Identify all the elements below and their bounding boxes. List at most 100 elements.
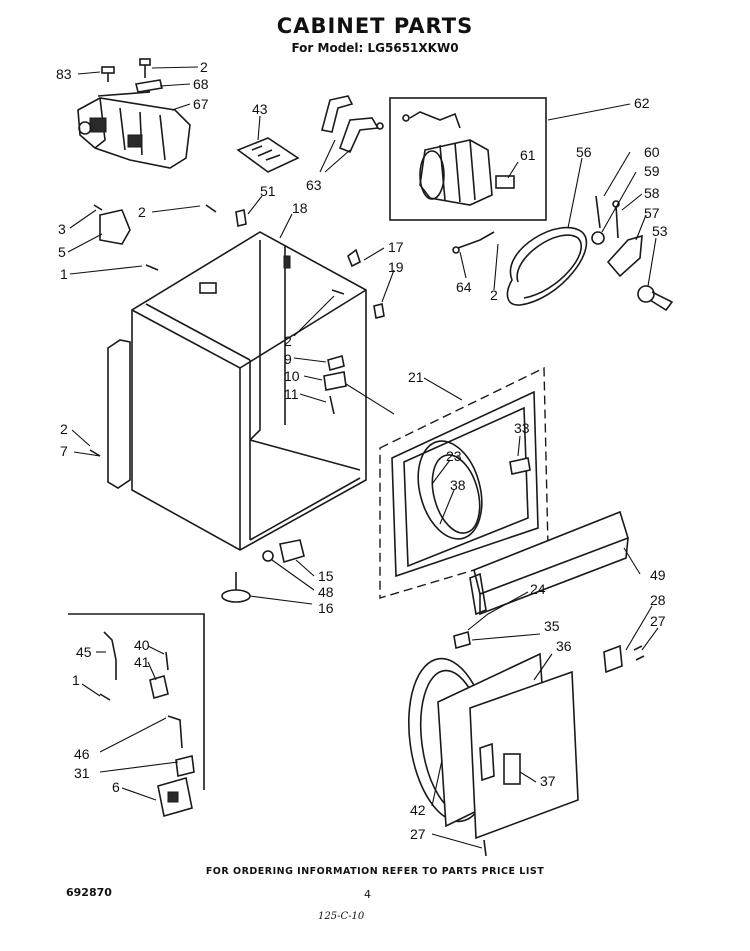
callout-1: 1: [60, 266, 68, 282]
callout-27: 27: [650, 613, 666, 629]
part-11-screw: [329, 395, 335, 415]
part-83-screw: [101, 66, 115, 82]
callout-9: 9: [284, 351, 292, 367]
callout-57: 57: [644, 205, 660, 221]
inset-frame: [68, 613, 205, 790]
callout-31: 31: [74, 765, 90, 781]
callout-15: 15: [318, 568, 334, 584]
part-2-cab-screw: [331, 289, 345, 295]
part-53-idler: [637, 285, 674, 312]
part-15-bracket: [279, 539, 305, 564]
part-60-screw: [595, 195, 601, 229]
part-27-screws: [633, 645, 645, 661]
callout-37: 37: [540, 773, 556, 789]
callout-7: 7: [60, 443, 68, 459]
callout-28: 28: [650, 592, 666, 608]
part-36-door-inner: [469, 670, 579, 840]
callout-46: 46: [74, 746, 90, 762]
callout-2c: 2: [490, 287, 498, 303]
part-63-bracket: [321, 95, 384, 154]
ordering-note: FOR ORDERING INFORMATION REFER TO PARTS …: [205, 866, 545, 877]
part-62-motor: [402, 111, 493, 206]
part-49-console: [473, 510, 629, 616]
callout-2: 2: [200, 59, 208, 75]
part-17-cap: [347, 248, 361, 268]
callout-16: 16: [318, 600, 334, 616]
callout-67: 67: [193, 96, 209, 112]
callout-56: 56: [576, 144, 592, 160]
callout-40: 40: [134, 637, 150, 653]
callout-17: 17: [388, 239, 404, 255]
part-68-clip: [135, 79, 163, 93]
part-35-handle: [453, 630, 471, 650]
part-1-screw: [145, 264, 159, 271]
part-43-label: [236, 137, 300, 173]
part-31-clamp: [175, 755, 195, 777]
callout-1b: 1: [72, 672, 80, 688]
callout-68: 68: [193, 76, 209, 92]
callout-45: 45: [76, 644, 92, 660]
callout-2b: 2: [138, 204, 146, 220]
callout-19: 19: [388, 259, 404, 275]
callout-41: 41: [134, 654, 150, 670]
callout-53: 53: [652, 223, 668, 239]
part-2-side-screw: [89, 449, 101, 457]
callout-21: 21: [408, 369, 424, 385]
part-59-pulley: [591, 231, 605, 245]
callout-48: 48: [318, 584, 334, 600]
part-28-hinge: [603, 644, 623, 674]
part-18-cabinet: [131, 231, 367, 551]
callout-2e: 2: [60, 421, 68, 437]
callout-38: 38: [450, 477, 466, 493]
part-67-assembly: [77, 87, 191, 169]
callout-2d: 2: [284, 333, 292, 349]
part-7-side-panel: [107, 339, 131, 489]
part-56-belt: [506, 226, 588, 306]
part-6-terminal-block: [157, 776, 193, 818]
part-21-inner: [391, 390, 539, 578]
part-9-clip: [327, 354, 345, 372]
callout-35: 35: [544, 618, 560, 634]
callout-11: 11: [284, 386, 299, 402]
model-subtitle: For Model: LG5651XKW0: [291, 41, 459, 55]
part-27-door-screw: [483, 839, 487, 857]
part-40-screw: [165, 651, 169, 671]
part-1-inset-screw: [99, 693, 111, 701]
callout-43: 43: [252, 101, 268, 117]
part-46-connector: [167, 715, 183, 749]
part-3-screw: [93, 204, 103, 211]
part-51-clip: [235, 209, 247, 227]
part-41-clip: [149, 674, 169, 700]
part-64-wire: [452, 231, 495, 254]
callout-49: 49: [650, 567, 666, 583]
callout-23: 23: [446, 448, 462, 464]
callout-62: 62: [634, 95, 650, 111]
part-23-door-opening: [417, 440, 483, 540]
part-19-clip: [373, 303, 385, 319]
callout-63: 63: [306, 177, 322, 193]
callout-18: 18: [292, 200, 308, 216]
callout-83: 83: [56, 66, 72, 82]
callout-60: 60: [644, 144, 660, 160]
part-45-hose: [103, 631, 117, 680]
callout-64: 64: [456, 279, 472, 295]
callout-61: 61: [520, 147, 536, 163]
part-61-switch: [495, 175, 515, 189]
page-title: CABINET PARTS: [276, 14, 474, 38]
callout-5: 5: [58, 244, 66, 260]
callout-33: 33: [514, 420, 530, 436]
callout-3: 3: [58, 221, 66, 237]
callout-59: 59: [644, 163, 660, 179]
part-33-latch: [509, 457, 531, 475]
callout-6: 6: [112, 779, 120, 795]
page-number: 4: [364, 888, 371, 901]
part-5-bracket: [99, 209, 131, 245]
part-10-switch: [323, 371, 347, 391]
part-57-idler-bracket: [606, 234, 643, 278]
callout-10: 10: [284, 368, 300, 384]
part-62-motor-box: [389, 97, 547, 221]
callout-27b: 27: [410, 826, 426, 842]
callout-42: 42: [410, 802, 426, 818]
callout-51: 51: [260, 183, 276, 199]
part-16-leg: [221, 572, 251, 603]
